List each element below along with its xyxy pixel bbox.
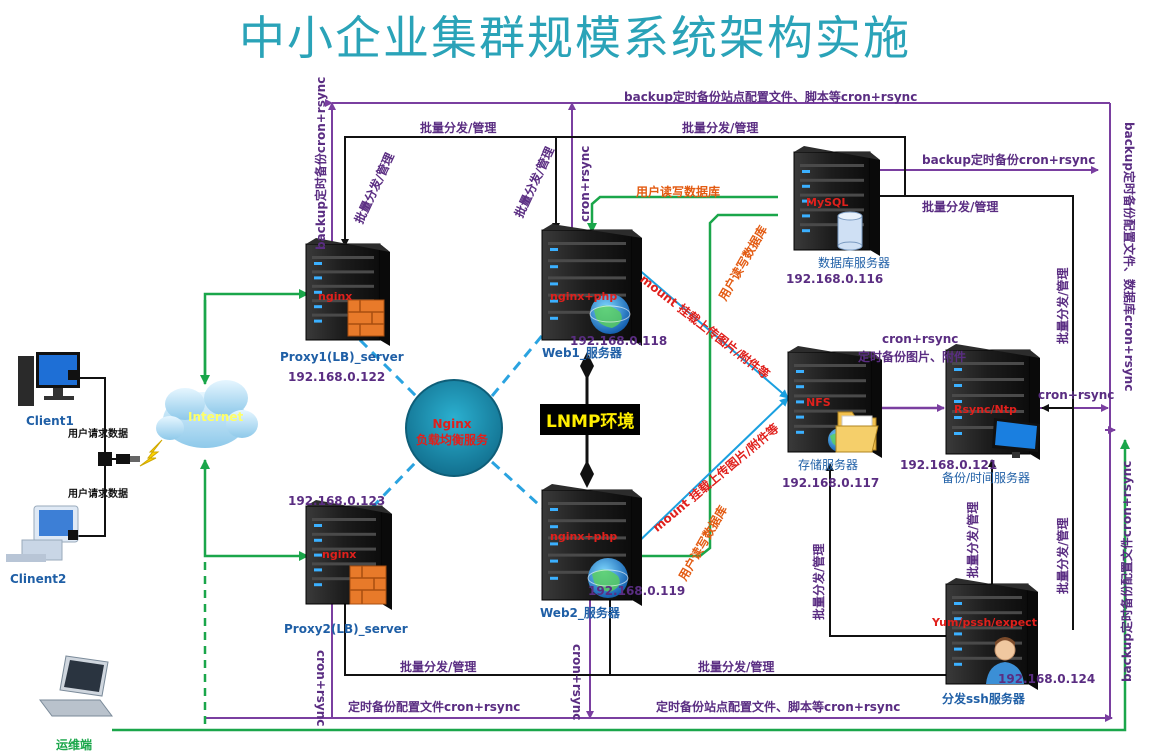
ssh-name: 分发ssh服务器 bbox=[942, 692, 1025, 706]
connector-icon bbox=[98, 452, 140, 466]
proxy1-ip: 192.168.0.122 bbox=[288, 370, 386, 384]
laptop-icon bbox=[39, 655, 113, 717]
edge-batch-bottom-right: 批量分发/管理 bbox=[698, 660, 775, 674]
edge-v-right-bottom: backup定时备份配置文件cron+rsync bbox=[1120, 460, 1134, 682]
edge-v-backup-left: backup定时备份cron+rsync bbox=[314, 76, 328, 250]
edge-backup-bottom-left: 定时备份配置文件cron+rsync bbox=[348, 700, 521, 714]
lnmp-label: LNMP环境 bbox=[540, 404, 641, 435]
web1-ip: 192.168.0.118 bbox=[570, 334, 668, 348]
nginx-lb-subtitle: 负载均衡服务 bbox=[415, 433, 488, 447]
edge-batch-top-left: 批量分发/管理 bbox=[420, 121, 497, 135]
web1-tag: nginx+php bbox=[550, 290, 618, 303]
monitor-icon bbox=[992, 418, 1040, 458]
edge-v-right-top: backup定时备份配置文件、数据库cron+rsync bbox=[1122, 122, 1136, 392]
edge-v-cron-proxy2: cron+rsync bbox=[314, 650, 328, 727]
client1-label: Client1 bbox=[26, 414, 74, 428]
edge-v-batch-nfs: 批量分发/管理 bbox=[812, 543, 826, 620]
ops-label: 运维端 bbox=[56, 738, 93, 752]
blue-lines bbox=[621, 253, 789, 559]
nginx-lb-circle bbox=[405, 379, 503, 477]
management-lines bbox=[341, 136, 1074, 676]
server-tower-icon bbox=[305, 500, 392, 610]
edge-v-cron-web1: cron+rsync bbox=[578, 145, 592, 222]
edge-backup-top: backup定时备份站点配置文件、脚本等cron+rsync bbox=[624, 90, 918, 104]
ssh-tag: Yum/pssh/expect bbox=[932, 616, 1037, 629]
edge-backup-bottom-right: 定时备份站点配置文件、脚本等cron+rsync bbox=[656, 700, 901, 714]
desktop-pc-icon bbox=[6, 505, 79, 562]
web2-ip: 192.168.0.119 bbox=[588, 584, 686, 598]
proxy2-name: Proxy2(LB)_server bbox=[284, 622, 408, 636]
edge-batch-mysql: 批量分发/管理 bbox=[922, 200, 999, 214]
brick-firewall-icon bbox=[349, 565, 387, 605]
ssh-ip: 192.168.0.124 bbox=[998, 672, 1096, 686]
edge-batch-top-right: 批量分发/管理 bbox=[682, 121, 759, 135]
globe-icon bbox=[589, 294, 631, 334]
page-title: 中小企业集群规模系统架构实施 bbox=[239, 11, 911, 65]
internet-label: Internet bbox=[188, 410, 244, 424]
server-tower-icon bbox=[541, 224, 642, 346]
mysql-name: 数据库服务器 bbox=[818, 256, 891, 270]
client2-label: Clinent2 bbox=[10, 572, 67, 586]
edge-batch-bottom-left: 批量分发/管理 bbox=[400, 660, 477, 674]
rsync-tag: Rsync/Ntp bbox=[954, 403, 1017, 416]
server-tower-icon bbox=[305, 238, 390, 346]
nginx-lb-label: Nginx 负载均衡服务 bbox=[404, 416, 500, 448]
nfs-ip: 192.168.0.117 bbox=[782, 476, 880, 490]
mysql-tag: MySQL bbox=[806, 196, 849, 209]
database-cylinder-icon bbox=[837, 211, 863, 251]
edge-v-batch-right-top: 批量分发/管理 bbox=[1056, 267, 1070, 344]
edge-v-batch-rsync: 批量分发/管理 bbox=[966, 501, 980, 578]
desktop-pc-icon bbox=[18, 352, 80, 406]
edge-v-cron-web2: cron+rsync bbox=[570, 644, 584, 721]
cloud-icon bbox=[139, 380, 258, 467]
edge-backup-mysql: backup定时备份cron+rsync bbox=[922, 153, 1096, 167]
proxy1-name: Proxy1(LB)_server bbox=[280, 350, 404, 364]
web2-tag: nginx+php bbox=[550, 530, 618, 543]
globe-icon bbox=[587, 558, 629, 598]
rsync-ip: 192.168.0.121 bbox=[900, 458, 998, 472]
edge-user-rw-db-1: 用户读写数据库 bbox=[636, 185, 721, 199]
web1-name: Web1_服务器 bbox=[542, 346, 622, 360]
edge-v-batch-right-bottom: 批量分发/管理 bbox=[1056, 517, 1070, 594]
rsync-name: 备份/时间服务器 bbox=[942, 471, 1031, 485]
request-label-2: 用户请求数据 bbox=[68, 489, 128, 500]
nfs-name: 存储服务器 bbox=[798, 458, 859, 472]
edge-backup-images: 定时备份图片、附件 bbox=[858, 350, 967, 364]
web2-name: Web2_服务器 bbox=[540, 606, 620, 620]
brick-firewall-icon bbox=[347, 299, 385, 337]
mysql-ip: 192.168.0.116 bbox=[786, 272, 884, 286]
user-avatar-icon bbox=[986, 637, 1024, 684]
edge-cron-rsync-right: cron+rsync bbox=[1038, 388, 1115, 402]
nginx-lb-title: Nginx bbox=[432, 417, 472, 431]
proxy1-tag: nginx bbox=[318, 290, 353, 303]
folder-icon bbox=[835, 411, 879, 453]
edge-cron-rsync-nfs: cron+rsync bbox=[882, 332, 959, 346]
proxy2-ip: 192.168.0.123 bbox=[288, 494, 386, 508]
request-label-1: 用户请求数据 bbox=[68, 429, 128, 440]
nfs-tag: NFS bbox=[806, 396, 831, 409]
server-tower-icon bbox=[541, 484, 642, 606]
proxy2-tag: nginx bbox=[322, 548, 357, 561]
